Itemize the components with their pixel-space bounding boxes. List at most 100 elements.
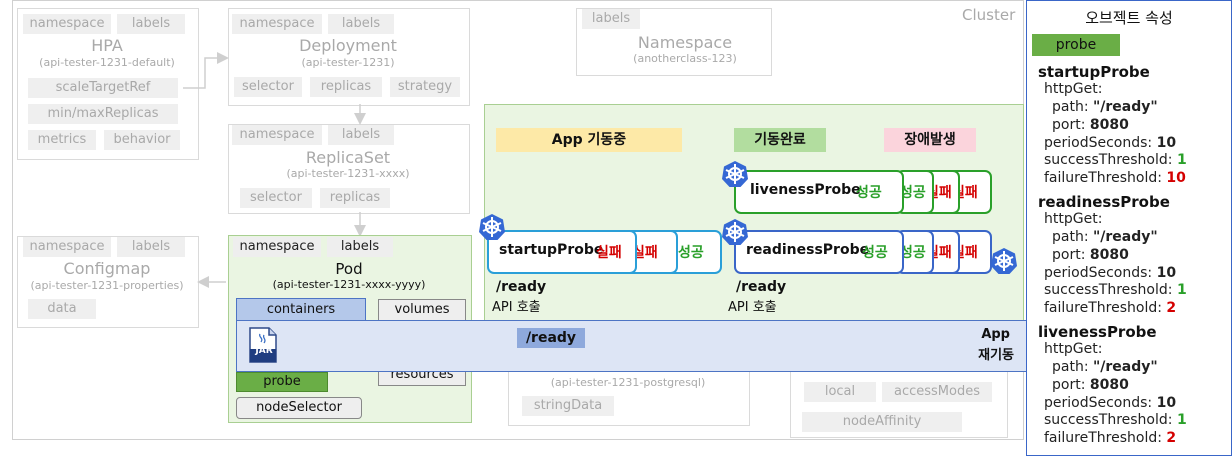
attr-readiness-path: path: "/ready": [1052, 229, 1158, 245]
secret-subtitle: (api-tester-1231-postgresql): [550, 376, 706, 389]
attr-key: failureThreshold:: [1044, 170, 1162, 186]
attr-startup-success: successThreshold: 1: [1044, 152, 1187, 168]
attr-value: 10: [1156, 395, 1177, 411]
replicaset-labels-chip: labels: [328, 125, 394, 145]
attr-key: failureThreshold:: [1044, 430, 1162, 446]
attr-value: "/ready": [1093, 359, 1158, 375]
attributes-probe-tag: probe: [1032, 34, 1120, 56]
readiness-success-label-1: 성공: [862, 245, 888, 261]
stage-failure: 장애발생: [884, 128, 976, 152]
attr-value: 1: [1176, 282, 1187, 298]
secret-item: stringData: [522, 396, 614, 416]
startup-fail-label-2: 실패: [632, 245, 658, 261]
attr-liveness-success: successThreshold: 1: [1044, 412, 1187, 428]
startup-success-label: 성공: [678, 245, 704, 261]
pod-namespace-chip: namespace: [233, 237, 321, 257]
attr-key: port:: [1052, 117, 1086, 133]
app-restart-line1: App: [981, 327, 1010, 342]
attr-readiness-failure: failureThreshold: 2: [1044, 300, 1176, 316]
kubernetes-icon: [479, 214, 505, 240]
hpa-labels-chip: labels: [117, 14, 185, 34]
liveness-success-label-1: 성공: [856, 185, 882, 201]
attr-startup-port: port: 8080: [1052, 117, 1129, 133]
pv-item: local: [804, 382, 876, 402]
readiness-probe-name: readinessProbe: [746, 242, 870, 258]
stage-started: 기동완료: [734, 128, 826, 152]
replicaset-item: selector: [240, 188, 312, 208]
namespace-labels-chip: labels: [582, 9, 640, 29]
attr-value: 8080: [1089, 117, 1129, 133]
attr-startup-name: startupProbe: [1038, 63, 1150, 81]
attr-readiness-name: readinessProbe: [1038, 193, 1170, 211]
deployment-title: Deployment: [299, 36, 397, 55]
attr-startup-httpget: httpGet:: [1044, 81, 1103, 97]
api-right-path: /ready: [736, 279, 787, 295]
attr-key: path:: [1052, 229, 1089, 245]
replicaset-namespace-chip: namespace: [232, 125, 322, 145]
startup-fail-label-1: 실패: [596, 245, 622, 261]
attr-value: 8080: [1089, 247, 1129, 263]
attr-key: port:: [1052, 377, 1086, 393]
pod-containers: containers: [236, 298, 366, 322]
hpa-item: min/maxReplicas: [28, 104, 178, 124]
attr-key: failureThreshold:: [1044, 300, 1162, 316]
attr-value: 2: [1166, 300, 1177, 316]
hpa-item: metrics: [28, 130, 96, 150]
attr-value: 1: [1176, 152, 1187, 168]
replicaset-title: ReplicaSet: [305, 148, 391, 167]
pod-node-selector: nodeSelector: [236, 397, 362, 419]
liveness-probe-name: livenessProbe: [750, 182, 861, 198]
attr-startup-period: periodSeconds: 10: [1044, 135, 1176, 151]
attr-readiness-port: port: 8080: [1052, 247, 1129, 263]
readiness-card-1: [734, 230, 904, 274]
liveness-card-1: [734, 170, 904, 214]
pv-item: nodeAffinity: [802, 412, 962, 432]
attr-value: "/ready": [1093, 99, 1158, 115]
hpa-subtitle: (api-tester-1231-default): [39, 56, 175, 69]
attr-value: 10: [1156, 265, 1177, 281]
attr-value: "/ready": [1093, 229, 1158, 245]
deployment-item: replicas: [310, 77, 382, 97]
attr-key: path:: [1052, 99, 1089, 115]
attr-startup-path: path: "/ready": [1052, 99, 1158, 115]
api-left-path: /ready: [496, 279, 547, 295]
configmap-namespace-chip: namespace: [23, 237, 111, 257]
replicaset-subtitle: (api-tester-1231-xxxx): [286, 167, 410, 180]
configmap-title: Configmap: [63, 259, 151, 278]
configmap-labels-chip: labels: [117, 237, 185, 257]
attr-key: port:: [1052, 247, 1086, 263]
deployment-item: selector: [234, 77, 302, 97]
startup-probe-name: startupProbe: [499, 242, 604, 258]
api-left-label: API 호출: [492, 300, 541, 315]
ready-endpoint: /ready: [517, 328, 585, 348]
attr-liveness-path: path: "/ready": [1052, 359, 1158, 375]
app-container-bar: [236, 320, 1028, 372]
attr-value: 10: [1156, 135, 1177, 151]
pod-subtitle: (api-tester-1231-xxxx-yyyy): [272, 278, 426, 291]
cluster-label: Cluster: [962, 6, 1016, 24]
attr-key: path:: [1052, 359, 1089, 375]
namespace-title: Namespace: [637, 33, 733, 52]
attr-liveness-name: livenessProbe: [1038, 323, 1157, 341]
pv-item: accessModes: [882, 382, 992, 402]
attributes-title: 오브젝트 속성: [1085, 9, 1173, 27]
replicaset-item: replicas: [320, 188, 390, 208]
hpa-title: HPA: [91, 36, 123, 55]
namespace-subtitle: (anotherclass-123): [633, 52, 737, 65]
attr-value: 2: [1166, 430, 1177, 446]
kubernetes-icon: [722, 161, 748, 187]
hpa-item: behavior: [104, 130, 180, 150]
deployment-namespace-chip: namespace: [232, 14, 322, 34]
kubernetes-icon: [722, 219, 748, 245]
attr-readiness-period: periodSeconds: 10: [1044, 265, 1176, 281]
deployment-subtitle: (api-tester-1231): [301, 56, 395, 69]
attr-startup-failure: failureThreshold: 10: [1044, 170, 1186, 186]
api-right-label: API 호출: [728, 300, 777, 315]
attr-value: 8080: [1089, 377, 1129, 393]
hpa-namespace-chip: namespace: [23, 14, 111, 34]
deployment-labels-chip: labels: [328, 14, 394, 34]
pod-title: Pod: [335, 260, 363, 278]
pod-probe: probe: [236, 372, 328, 392]
attr-key: successThreshold:: [1044, 152, 1173, 168]
